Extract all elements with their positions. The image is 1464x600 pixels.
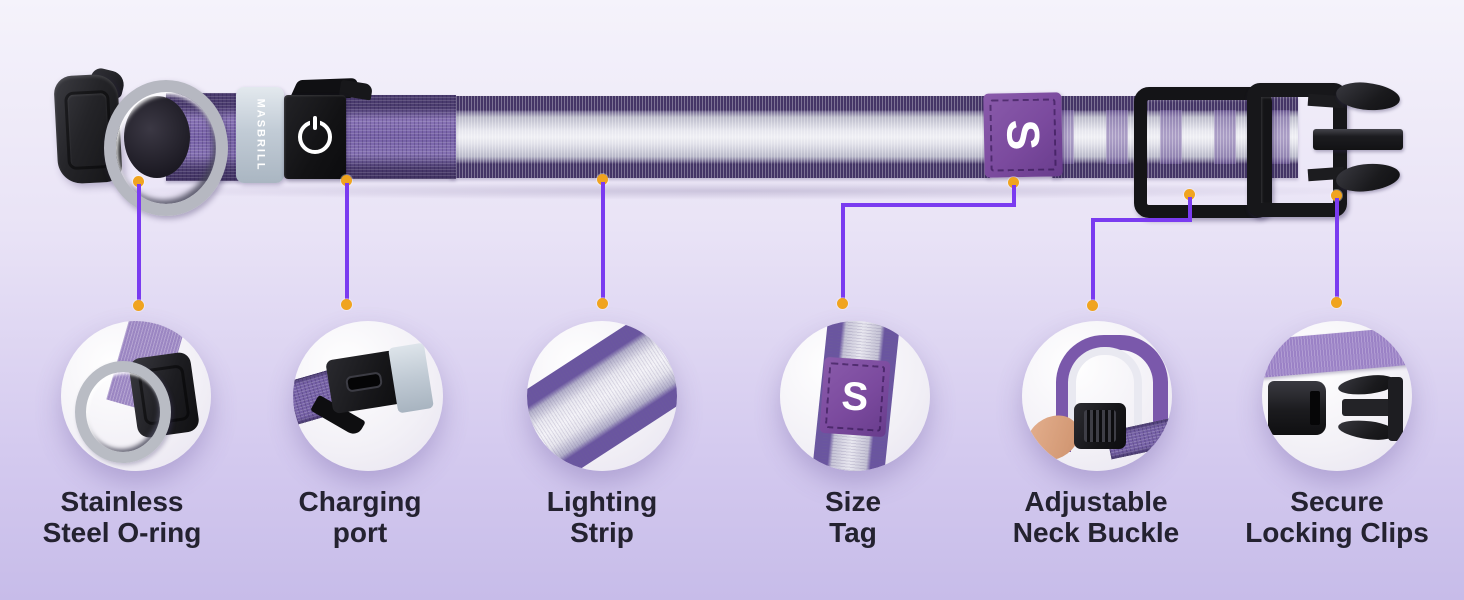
- label-line: Locking Clips: [1245, 517, 1429, 548]
- oring-closeup-ring: [75, 361, 171, 463]
- label-line: Stainless: [60, 486, 184, 517]
- buckle-closeup-strap-stripe: [1068, 347, 1142, 443]
- buckle-closeup-buckle: [1074, 403, 1126, 449]
- feature-label-adjustable-neck-buckle: Adjustable Neck Buckle: [946, 486, 1246, 548]
- feature-circle-charging-port: [293, 321, 443, 471]
- collar-shadow: [80, 182, 1400, 200]
- label-line: Steel O-ring: [42, 517, 202, 548]
- label-line: Lighting: [546, 486, 658, 517]
- clips-closeup-female-part: [1268, 381, 1326, 435]
- callout-dot-lighting-bottom: [597, 298, 608, 309]
- callout-line-sizetag-v1: [1012, 185, 1016, 207]
- callout-dot-charging-top: [341, 175, 352, 186]
- callout-line-buckle-h: [1091, 218, 1192, 222]
- label-line: Neck Buckle: [1012, 517, 1180, 548]
- collar-strap-lighting-section: [450, 96, 990, 178]
- label-line: Secure: [1290, 486, 1384, 517]
- feature-label-lighting-strip: Lighting Strip: [452, 486, 752, 548]
- callout-dot-oring-bottom: [133, 300, 144, 311]
- feature-label-stainless-steel-o-ring: Stainless Steel O-ring: [0, 486, 272, 548]
- feature-label-size-tag: Size Tag: [703, 486, 1003, 548]
- feature-label-charging-port: Charging port: [210, 486, 510, 548]
- callout-dot-buckle-bottom: [1087, 300, 1098, 311]
- feature-circle-secure-locking-clips: [1262, 321, 1412, 471]
- clips-closeup-strap: [1262, 325, 1412, 379]
- feature-circle-adjustable-neck-buckle: [1022, 321, 1172, 471]
- power-icon: [298, 120, 332, 154]
- feature-circle-size-tag: S: [780, 321, 930, 471]
- collar-webbing-middle: [342, 95, 456, 179]
- led-control-box: [284, 95, 346, 179]
- callout-line-clips: [1335, 198, 1339, 301]
- callout-line-lighting: [601, 182, 605, 301]
- collar-size-tag: S: [983, 92, 1063, 178]
- callout-dot-buckle-top: [1184, 189, 1195, 200]
- callout-dot-charging-bottom: [341, 299, 352, 310]
- brand-band: MASBRILL: [236, 87, 284, 183]
- callout-dot-clips-bottom: [1331, 297, 1342, 308]
- label-line: Strip: [570, 517, 634, 548]
- feature-circle-lighting-strip: [527, 321, 677, 471]
- callout-dot-clips-top: [1331, 190, 1342, 201]
- clips-closeup-connector: [1388, 377, 1403, 441]
- label-line: Adjustable: [1024, 486, 1168, 517]
- label-line: Tag: [829, 517, 877, 548]
- callout-line-charging: [345, 183, 349, 302]
- feature-label-secure-locking-clips: Secure Locking Clips: [1187, 486, 1464, 548]
- stainless-steel-d-ring: [104, 80, 228, 216]
- feature-circle-stainless-steel-o-ring: [61, 321, 211, 471]
- label-line: Size: [824, 486, 882, 517]
- lighting-closeup-strap: [527, 321, 677, 471]
- brand-label: MASBRILL: [254, 98, 267, 172]
- callout-dot-lighting-top: [597, 174, 608, 185]
- callout-dot-sizetag-top: [1008, 177, 1019, 188]
- clip-center-bar: [1313, 129, 1403, 150]
- sizetag-closeup-tag: S: [819, 356, 891, 438]
- callout-line-buckle-v2: [1091, 218, 1095, 305]
- callout-dot-oring-top: [133, 176, 144, 187]
- callout-dot-sizetag-bottom: [837, 298, 848, 309]
- clips-closeup-center-bar: [1342, 399, 1396, 416]
- callout-line-sizetag-h: [841, 203, 1016, 207]
- label-line: port: [332, 517, 388, 548]
- sizetag-closeup-letter: S: [840, 374, 870, 420]
- label-line: Charging: [298, 486, 422, 517]
- callout-line-buckle-v1: [1188, 197, 1192, 222]
- callout-line-oring: [137, 184, 141, 303]
- size-letter: S: [996, 119, 1050, 151]
- callout-line-sizetag-v2: [841, 203, 845, 303]
- tri-glide-neck-buckle: [1134, 87, 1272, 218]
